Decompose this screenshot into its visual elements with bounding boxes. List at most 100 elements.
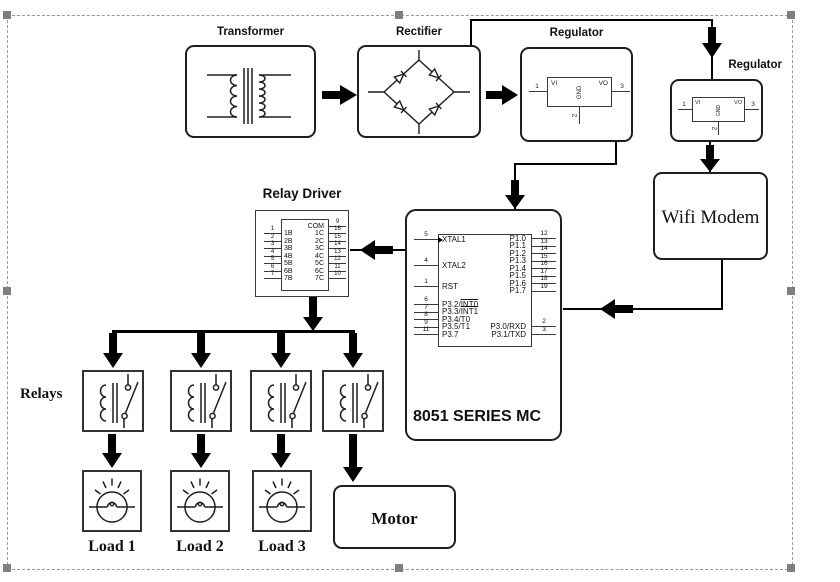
resize-handle-n[interactable] [395,11,403,19]
flow-arrow-tail [708,27,716,43]
mc-pin-stub [532,283,556,284]
relays-label: Relays [20,386,63,402]
mc-pin-stub [532,238,556,239]
driver-pin-number: 14 [334,241,341,247]
flow-arrow-head [270,353,291,368]
diode-bridge-icon [368,50,470,134]
flow-arrow-head [342,353,363,368]
mc-pin-stub [414,334,438,335]
mc-pin-number: 18 [540,275,548,282]
transformer-block[interactable] [185,45,316,138]
lamp-load-icon [177,478,223,523]
driver-pin-stub [329,226,346,227]
resize-handle-s[interactable] [395,564,403,572]
load-block[interactable] [82,470,142,532]
flow-arrow-head [342,467,363,482]
reg1-pin2-stub [579,107,580,124]
load-label: Load 2 [176,538,224,555]
load-label: Load 3 [258,538,306,555]
driver-pin-name: 1B [284,230,293,237]
mc-pin-stub [532,245,556,247]
wire-reg1-horizontal [514,163,617,165]
resize-handle-nw[interactable] [3,11,11,19]
driver-pin-name: 4B [284,252,293,260]
driver-pin-name: 6C [315,267,324,275]
regulator2-block[interactable]: VI VO GND 1 3 2 [670,79,763,142]
wire-wifi-down [721,258,723,310]
mc-pin-number: 3 [542,326,546,333]
flow-arrow-head [190,353,211,368]
flow-arrow-tail [109,333,117,353]
driver-pin-number: 3 [270,241,275,247]
driver-pin-name: 7B [284,275,293,282]
mc8051-chip [438,234,532,347]
flow-arrow-head [360,239,375,260]
vo-label: VO [598,80,608,87]
vi-label: VI [695,100,701,106]
relay-block[interactable] [170,370,232,432]
load-block[interactable] [252,470,312,532]
mc-pin-stub [414,304,438,305]
mc-pin-name: P1.1 [509,241,526,250]
mc-pin-number: 1 [424,278,428,285]
mc-pin-stub [532,253,556,254]
mc-pin-name: P3.4/T0 [442,314,471,324]
vo-label: VO [734,100,742,106]
mc-pin-name: P1.6 [509,278,526,288]
mc-pin-number: 13 [540,237,548,245]
driver-pin-name: 5C [315,260,324,267]
wifi-modem-block[interactable]: Wifi Modem [653,172,768,260]
motor-block[interactable]: Motor [333,485,456,549]
resize-handle-w[interactable] [3,287,11,295]
flow-arrow-tail [349,434,357,467]
relay-block[interactable] [82,370,144,432]
regulator2-ic: VI VO GND [692,97,745,122]
relay-block[interactable] [250,370,312,432]
mc-pin-name: P1.5 [509,271,526,280]
lamp-load-icon [259,478,305,523]
driver-pin-stub [329,263,346,264]
mc-pin-number: 12 [540,230,548,237]
flow-arrow-tail [108,434,116,453]
mc-pin-number: 6 [424,296,428,303]
resize-handle-se[interactable] [787,564,795,572]
driver-pin-stub [329,248,346,249]
driver-pin-name: 2C [315,237,324,245]
wire-relay-bus [112,330,355,333]
load-block[interactable] [170,470,230,532]
mc-pin-number: 8 [424,311,428,318]
flow-arrow-tail [322,91,340,99]
relay-driver-title: Relay Driver [262,186,342,201]
mc-pin-name: XTAL1 [442,234,466,244]
flow-arrow-tail [197,434,205,453]
transformer-title: Transformer [216,26,285,38]
mc-pin-name: P1.4 [509,263,526,273]
mc-pin-number: 19 [540,282,548,290]
rectifier-block[interactable] [357,45,481,138]
mc-pin-stub [414,286,438,287]
flow-arrow-head [101,453,122,468]
regulator1-ic: VI VO GND [547,77,612,107]
mc-pin-number: 2 [542,318,546,325]
reg2-pin3-num: 3 [751,101,755,108]
reg2-pin2-stub [718,122,719,135]
driver-pin-number: 6 [270,263,275,270]
resize-handle-e[interactable] [787,287,795,295]
resize-handle-ne[interactable] [787,11,795,19]
motor-label: Motor [371,509,418,528]
mc-pin-stub [414,311,438,313]
regulator1-block[interactable]: VI VO GND 1 3 2 [520,47,633,142]
wire-top-horizontal [470,19,713,21]
driver-pin-name: 1C [315,230,324,237]
reg1-pin3-num: 3 [620,83,624,90]
reg2-pin1-num: 1 [682,101,686,108]
mc-pin-number: 15 [540,252,548,260]
flow-arrow-head [600,298,615,319]
driver-pin-number: 1 [270,226,275,232]
relay-block[interactable] [322,370,384,432]
resize-handle-sw[interactable] [3,564,11,572]
flow-arrow-head [102,353,123,368]
